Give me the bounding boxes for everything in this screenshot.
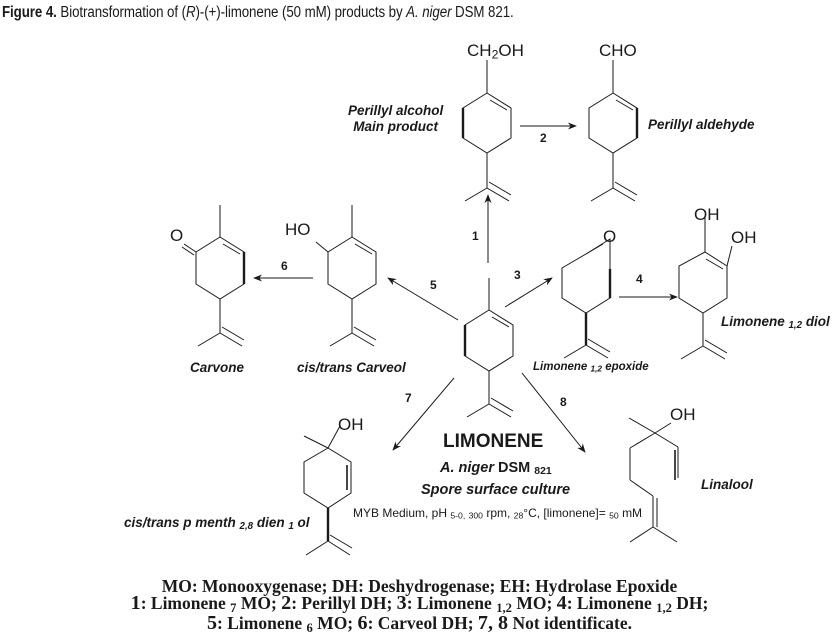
- step-7-number: 7: [405, 391, 412, 405]
- linalool-hydroxyl: OH: [670, 405, 696, 424]
- carvone-structure: [181, 205, 246, 347]
- limonene-diol-structure: [678, 218, 733, 360]
- arrow-step-3: [504, 277, 553, 308]
- organism-label: A. niger DSM 821: [440, 460, 552, 478]
- carvone-carbonyl-o: O: [170, 226, 184, 245]
- limonene-structure: [463, 278, 514, 418]
- linalool-structure: [628, 417, 679, 543]
- step-3-number: 3: [514, 268, 521, 282]
- step-1-number: 1: [472, 229, 479, 243]
- figure-caption: Figure 4. Biotransformation of (R)-(+)-l…: [2, 4, 514, 21]
- step-6-number: 6: [281, 259, 288, 273]
- carvone-label: Carvone: [190, 360, 245, 375]
- perillyl-aldehyde-label: Perillyl aldehyde: [648, 117, 755, 132]
- perillyl-alcohol-label: Perillyl alcohol Main product: [348, 103, 444, 134]
- culture-label: Spore surface culture: [421, 482, 571, 498]
- diol-label: Limonene 1,2 diol: [721, 314, 830, 331]
- perillyl-aldehyde-group: CHO: [599, 41, 637, 60]
- limonene-epoxide-structure: [561, 238, 612, 359]
- legend-steps-1-4: 1: Limonene 7 MO; 2: Perillyl DH; 3: Lim…: [130, 592, 709, 616]
- step-2-number: 2: [540, 131, 547, 145]
- culture-conditions: MYB Medium, pH 5-0, 300 rpm, 28°C, [limo…: [353, 506, 643, 521]
- carveol-label: cis/trans Carveol: [297, 360, 406, 375]
- arrow-step-5: [387, 277, 459, 321]
- perillyl-aldehyde-structure: [588, 60, 639, 202]
- diol-hydroxyl-1: OH: [694, 205, 720, 224]
- epoxide-oxygen: O: [603, 227, 617, 246]
- arrow-step-8: [521, 372, 586, 453]
- linalool-label: Linalool: [701, 477, 753, 492]
- figure-label: Figure 4.: [2, 4, 57, 21]
- step-8-number: 8: [560, 395, 567, 409]
- epoxide-label: Limonene 1,2 epoxide: [533, 361, 649, 374]
- legend-abbreviations: MO: Monooxygenase; DH: Deshydrogenase; E…: [161, 576, 678, 596]
- limonene-title: LIMONENE: [443, 431, 544, 452]
- menthadienol-hydroxyl: OH: [338, 415, 364, 434]
- step-4-number: 4: [636, 272, 643, 286]
- carveol-structure: [315, 205, 377, 347]
- menthadienol-label: cis/trans p menth 2,8 dien 1 ol: [124, 515, 310, 532]
- menthadienol-structure: [303, 425, 353, 556]
- step-5-number: 5: [430, 278, 437, 292]
- carveol-hydroxyl: HO: [285, 220, 311, 239]
- perillyl-alcohol-structure: [461, 60, 512, 202]
- arrow-step-7: [392, 377, 455, 451]
- diol-hydroxyl-2: OH: [731, 228, 757, 247]
- perillyl-alcohol-group: CH2OH: [467, 41, 524, 62]
- legend-steps-5-8: 5: Limonene 6 MO; 6: Carveol DH; 7, 8 No…: [206, 612, 633, 636]
